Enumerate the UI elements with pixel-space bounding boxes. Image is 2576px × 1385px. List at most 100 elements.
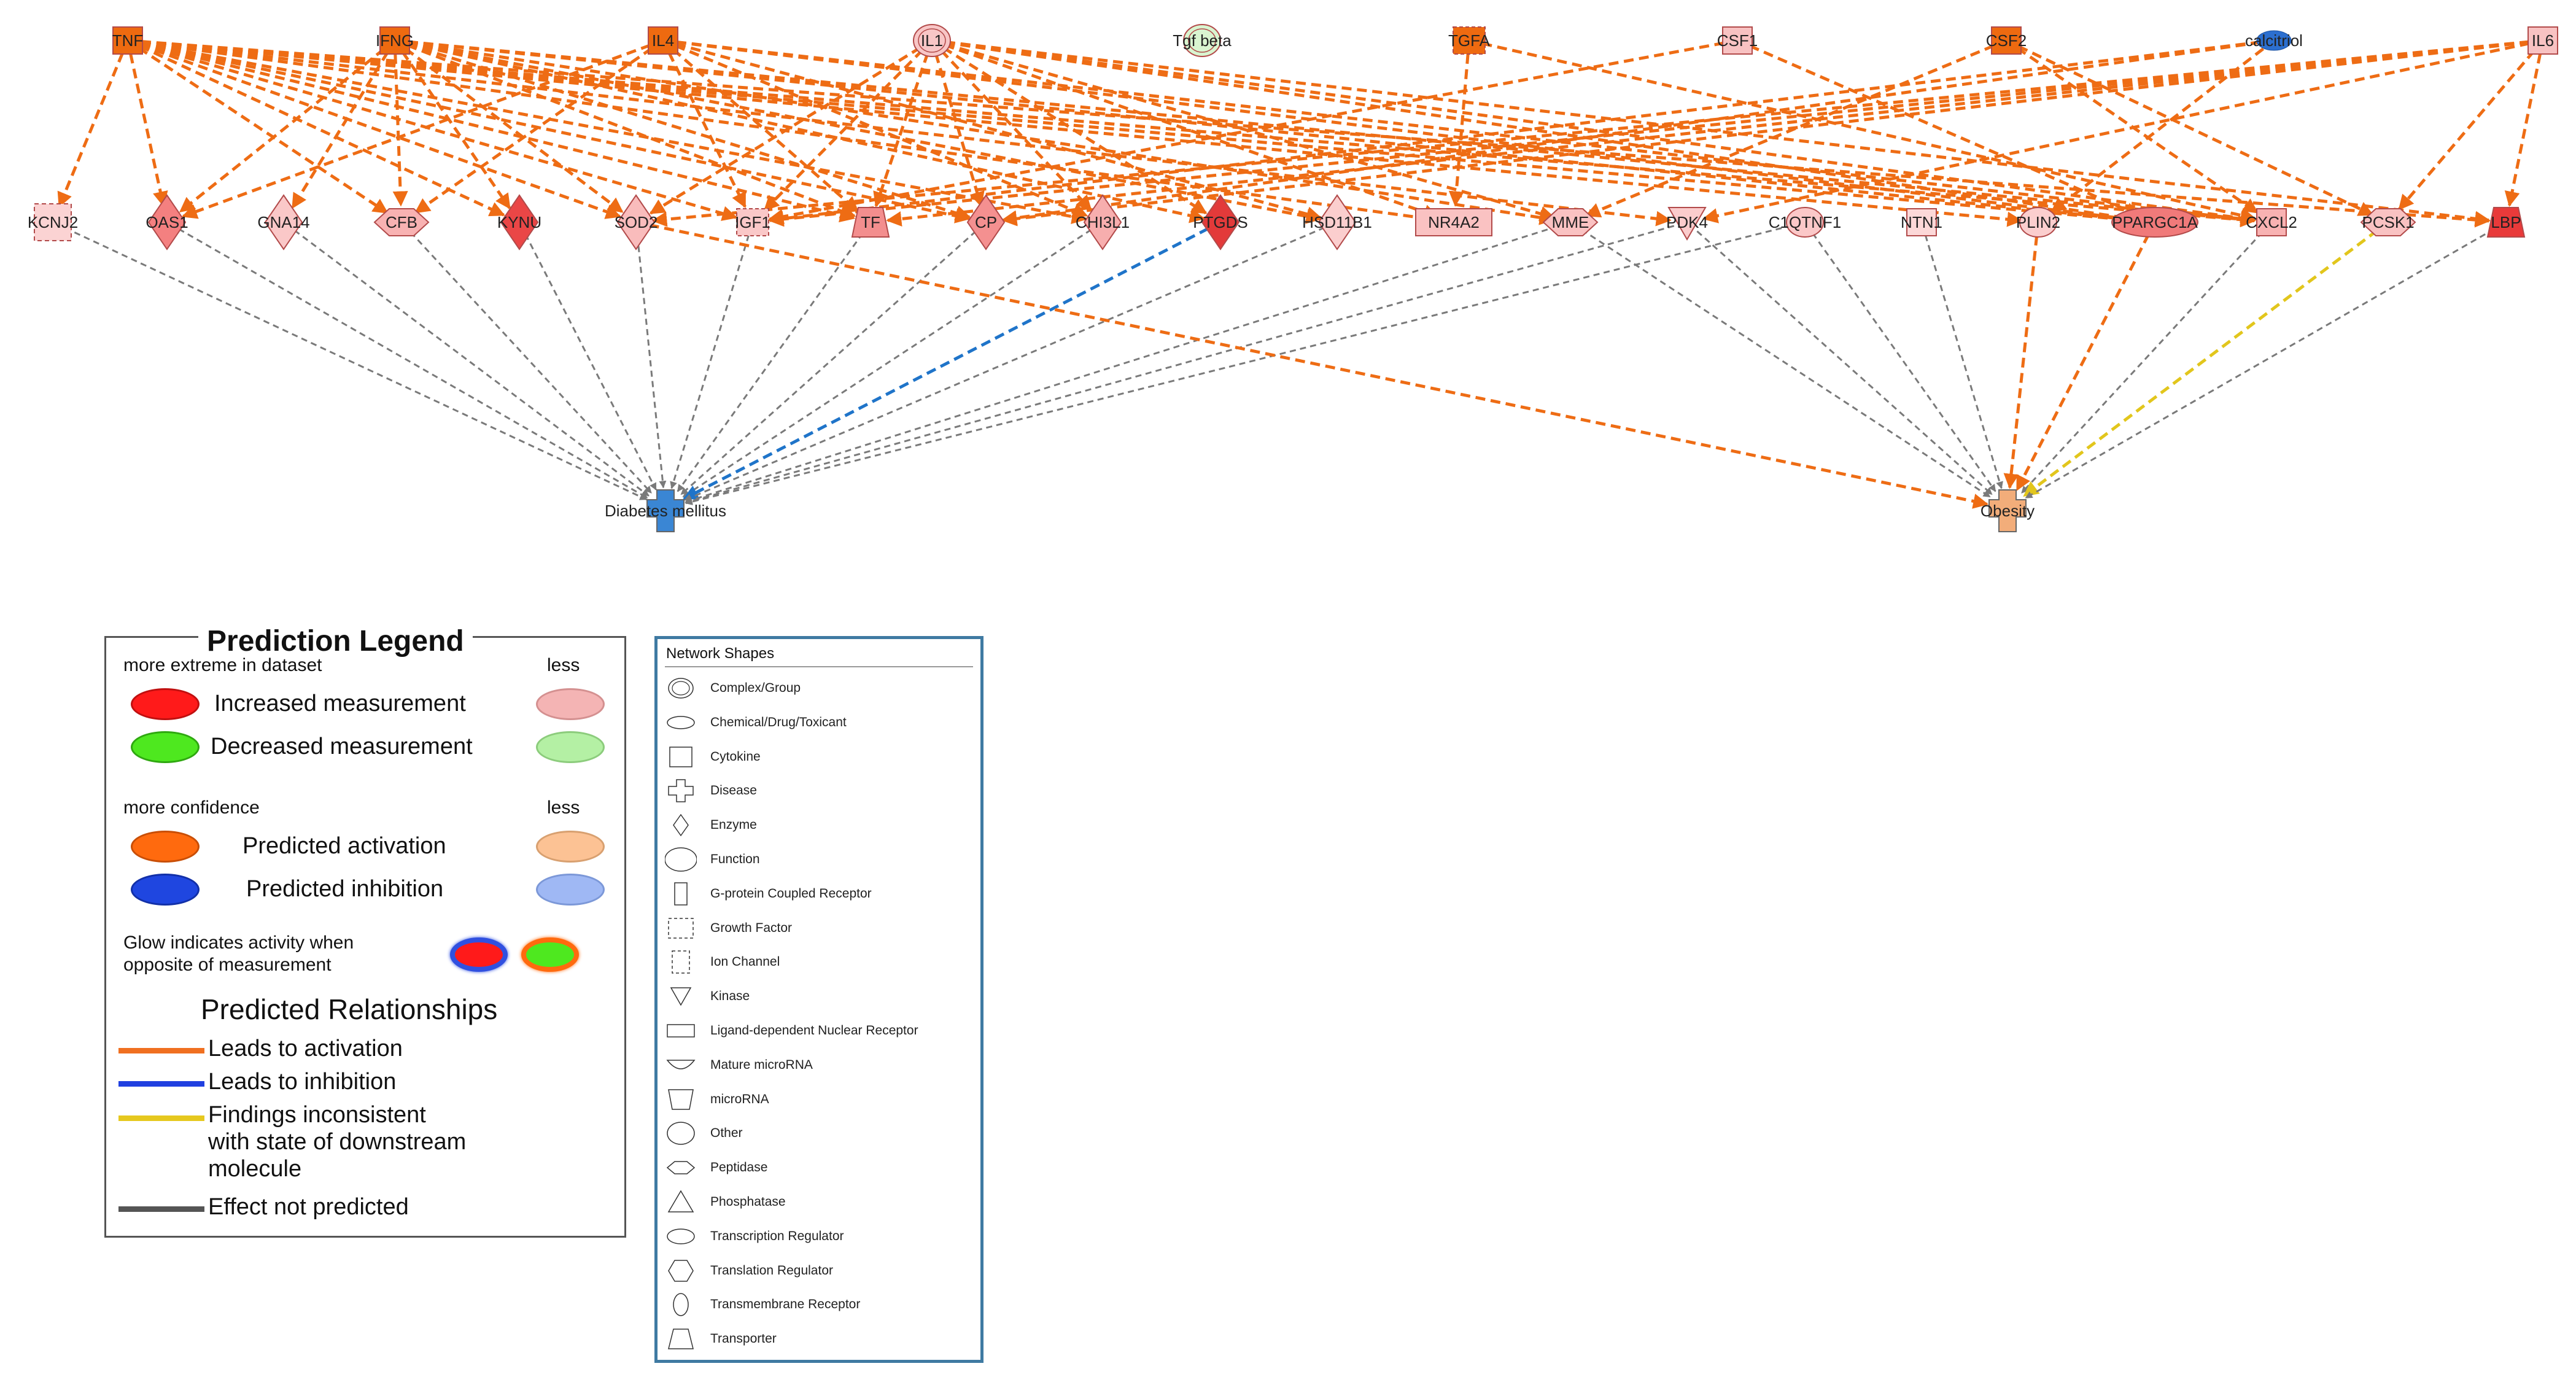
- chemical-shape-icon: [667, 716, 695, 729]
- edge-calcitriol-to-igf1: [768, 41, 2261, 227]
- node-cp[interactable]: CP: [966, 194, 1006, 250]
- legend-confidence-header: more confidence: [123, 797, 260, 818]
- node-igf1[interactable]: IGF1: [735, 208, 770, 236]
- node-label-calcitriol: calcitriol: [2245, 31, 2303, 50]
- edge-tnf-to-sod2: [139, 44, 621, 219]
- edge-cp-to-diabetes-mellitus: [680, 230, 977, 495]
- rel-inhibition-label: Leads to inhibition: [208, 1069, 397, 1095]
- node-tf[interactable]: TF: [851, 207, 890, 238]
- shape-label-translation-regulator: Translation Regulator: [710, 1263, 833, 1278]
- shape-label-microrna: microRNA: [710, 1092, 769, 1106]
- node-pdk4[interactable]: PDK4: [1666, 207, 1708, 241]
- shape-row-disease: Disease: [658, 776, 980, 807]
- shape-row-kinase: Kinase: [658, 982, 980, 1012]
- edge-c1qtnf1-to-diabetes-mellitus: [685, 224, 1793, 505]
- node-hsd11b1[interactable]: HSD11B1: [1302, 194, 1372, 250]
- shape-row-other: Other: [658, 1119, 980, 1149]
- node-il6[interactable]: IL6: [2528, 26, 2558, 55]
- node-label-pdk4: PDK4: [1666, 213, 1708, 231]
- inhibition-line-swatch: [118, 1081, 204, 1087]
- gpcr-shape-icon: [674, 882, 688, 906]
- node-ptgds[interactable]: PTGDS: [1193, 194, 1248, 250]
- rel-inconsistent-line2: with state of downstream: [208, 1129, 467, 1155]
- edge-csf2-to-cxcl2: [2016, 47, 2259, 214]
- node-il1[interactable]: IL1: [913, 24, 951, 57]
- node-pcsk1[interactable]: PCSK1: [2360, 208, 2416, 236]
- shape-label-peptidase: Peptidase: [710, 1160, 768, 1175]
- node-cfb[interactable]: CFB: [373, 208, 430, 236]
- node-csf1[interactable]: CSF1: [1717, 26, 1758, 55]
- node-label-mme: MME: [1552, 213, 1589, 231]
- node-ntn1[interactable]: NTN1: [1901, 208, 1942, 236]
- node-sod2[interactable]: SOD2: [615, 194, 658, 250]
- edge-ifng-to-cfb: [392, 53, 408, 207]
- node-plin2[interactable]: PLIN2: [2016, 207, 2060, 238]
- node-mme[interactable]: MME: [1542, 208, 1599, 236]
- edge-kcnj2-to-diabetes-mellitus: [64, 227, 648, 500]
- node-calcitriol[interactable]: calcitriol: [2245, 30, 2303, 51]
- shape-label-phosphatase: Phosphatase: [710, 1195, 786, 1209]
- edge-il1-to-igf1: [763, 48, 924, 211]
- activation-line-swatch: [118, 1048, 204, 1053]
- node-label-il4: IL4: [652, 31, 674, 50]
- shape-label-transmembrane-receptor: Transmembrane Receptor: [710, 1297, 861, 1312]
- shape-label-cytokine: Cytokine: [710, 749, 761, 764]
- disease-node-diabetes-mellitus[interactable]: Diabetes mellitus: [605, 489, 726, 532]
- shape-row-complex-group: Complex/Group: [658, 673, 980, 704]
- node-label-il1: IL1: [921, 31, 943, 50]
- node-tgfa[interactable]: TGFA: [1448, 26, 1491, 55]
- edge-csf1-to-ppargc1a: [1749, 44, 2141, 217]
- kinase-shape-icon: [670, 987, 692, 1006]
- edge-il1-to-cp: [934, 53, 985, 208]
- node-cxcl2[interactable]: CXCL2: [2246, 208, 2297, 236]
- node-ppargc1a[interactable]: PPARGC1A: [2111, 207, 2198, 238]
- legend-glow-line2: opposite of measurement: [123, 955, 332, 975]
- node-kynu[interactable]: KYNU: [497, 194, 541, 250]
- node-kcnj2[interactable]: KCNJ2: [28, 203, 78, 241]
- node-chi3l1[interactable]: CHI3L1: [1076, 194, 1130, 250]
- node-label-ntn1: NTN1: [1901, 213, 1942, 231]
- shape-label-ligand-dependent-nuclear-receptor: Ligand-dependent Nuclear Receptor: [710, 1023, 918, 1038]
- shape-label-g-protein-coupled-receptor: G-protein Coupled Receptor: [710, 886, 872, 901]
- shape-row-function: Function: [658, 845, 980, 875]
- enzyme-shape-icon: [673, 813, 689, 837]
- node-label-c1qtnf1: C1QTNF1: [1769, 213, 1841, 231]
- translation-shape-icon: [668, 1259, 694, 1282]
- node-ifng[interactable]: IFNG: [376, 26, 414, 55]
- edge-il1-to-ptgds: [942, 46, 1208, 215]
- disease-shape-icon: [668, 779, 694, 803]
- shape-label-chemical-drug-toxicant: Chemical/Drug/Toxicant: [710, 715, 847, 729]
- node-c1qtnf1[interactable]: C1QTNF1: [1769, 207, 1841, 238]
- disease-node-obesity[interactable]: Obesity: [1980, 489, 2035, 532]
- node-tgf-beta[interactable]: Tgf beta: [1173, 24, 1232, 57]
- node-csf2[interactable]: CSF2: [1986, 26, 2027, 55]
- glow-green-swatch: [521, 937, 579, 972]
- nodes-layer: TNF IFNG IL4 IL1 Tgf beta TGFA CSF1 CSF2 calcitr…: [28, 24, 2558, 532]
- rel-not-predicted-label: Effect not predicted: [208, 1194, 409, 1220]
- node-lbp[interactable]: LBP: [2486, 207, 2526, 238]
- edge-tf-to-diabetes-mellitus: [677, 233, 864, 492]
- node-label-igf1: IGF1: [735, 213, 770, 231]
- shape-label-transporter: Transporter: [710, 1332, 777, 1346]
- edge-tnf-to-ppargc1a: [141, 40, 2140, 227]
- edge-il1-to-ppargc1a: [945, 41, 2140, 225]
- node-nr4a2[interactable]: NR4A2: [1415, 208, 1492, 236]
- edge-tnf-to-oas1: [129, 53, 168, 208]
- edge-ifng-to-kynu: [401, 50, 511, 209]
- edge-pdk4-to-obesity: [1696, 230, 1993, 495]
- node-label-pcsk1: PCSK1: [2362, 213, 2414, 231]
- edge-tnf-to-pdk4: [141, 41, 1672, 227]
- node-gna14[interactable]: GNA14: [257, 194, 310, 250]
- shape-row-microrna: microRNA: [658, 1085, 980, 1115]
- node-label-cfb: CFB: [386, 213, 417, 231]
- node-il4[interactable]: IL4: [648, 26, 678, 55]
- edge-tnf-to-cfb: [138, 47, 389, 214]
- shape-row-transcription-regulator: Transcription Regulator: [658, 1222, 980, 1252]
- network-diagram: TNF IFNG IL4 IL1 Tgf beta TGFA CSF1 CSF2 calcitr…: [28, 24, 2558, 532]
- edge-il6-to-sod2: [651, 40, 2530, 227]
- node-oas1[interactable]: OAS1: [145, 194, 188, 250]
- shape-row-translation-regulator: Translation Regulator: [658, 1256, 980, 1287]
- edge-csf2-to-pcsk1: [2017, 45, 2374, 217]
- legend-extreme-header: more extreme in dataset: [123, 655, 322, 675]
- node-tnf[interactable]: TNF: [112, 26, 144, 55]
